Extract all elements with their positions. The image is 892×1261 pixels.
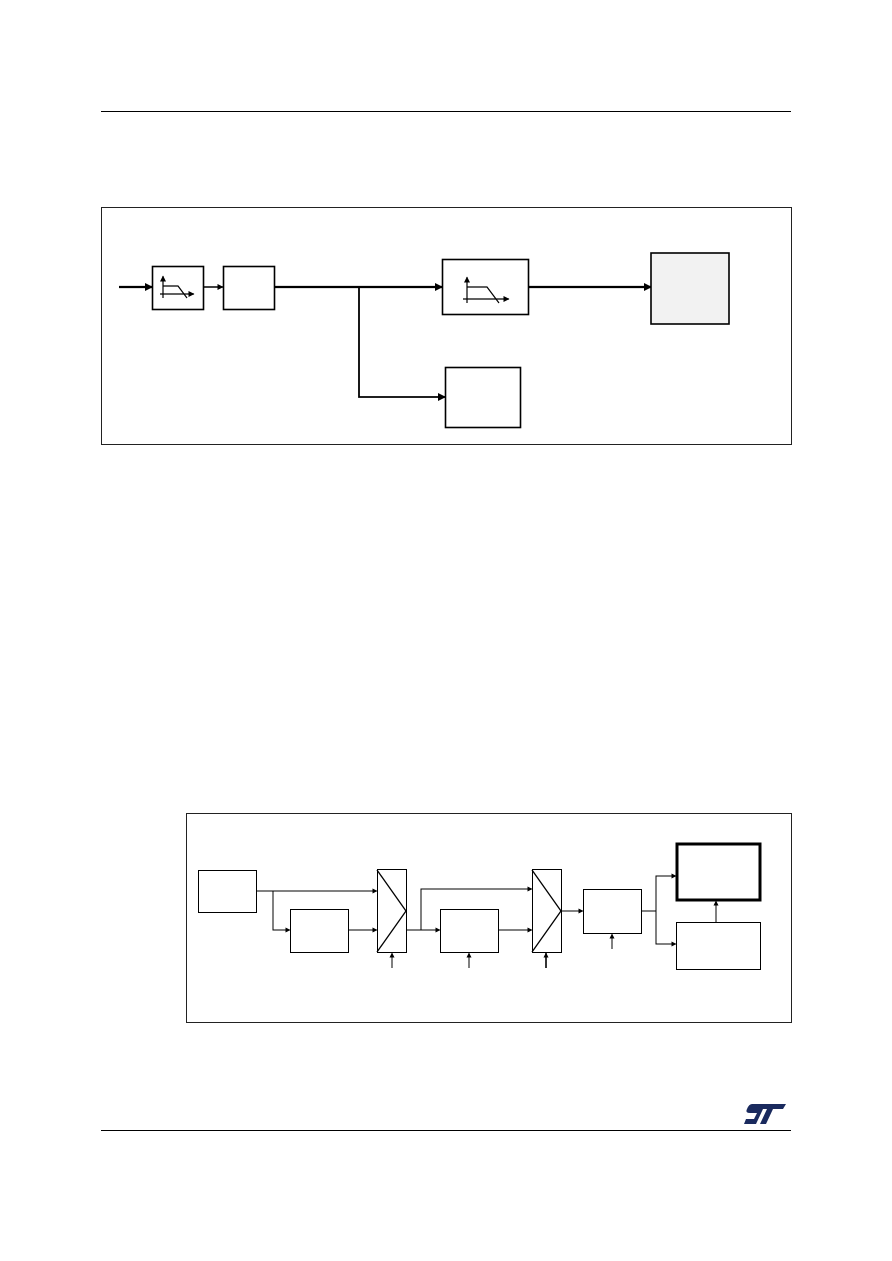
lowpass-filter-icon [160,275,195,299]
multiplexer-icon [376,869,407,953]
block-b [290,909,349,953]
output-block-2 [676,922,761,970]
output-bold-block [675,842,762,902]
block-c [440,909,499,953]
branch-line [358,287,446,401]
input-filter-block [151,265,205,311]
connector-line [655,873,677,911]
multiplexer-icon [531,869,562,953]
footer-rule [101,1130,791,1131]
header-rule [101,111,791,112]
st-logo-icon [742,1102,788,1126]
connector-line [420,886,533,930]
connector-line [655,911,677,947]
output-block [650,252,730,325]
source-block [198,870,257,913]
connector-line [272,891,291,933]
lowpass-filter-icon [463,276,510,304]
block-d [583,889,642,934]
branch-block [444,366,522,429]
block-2 [222,265,276,311]
